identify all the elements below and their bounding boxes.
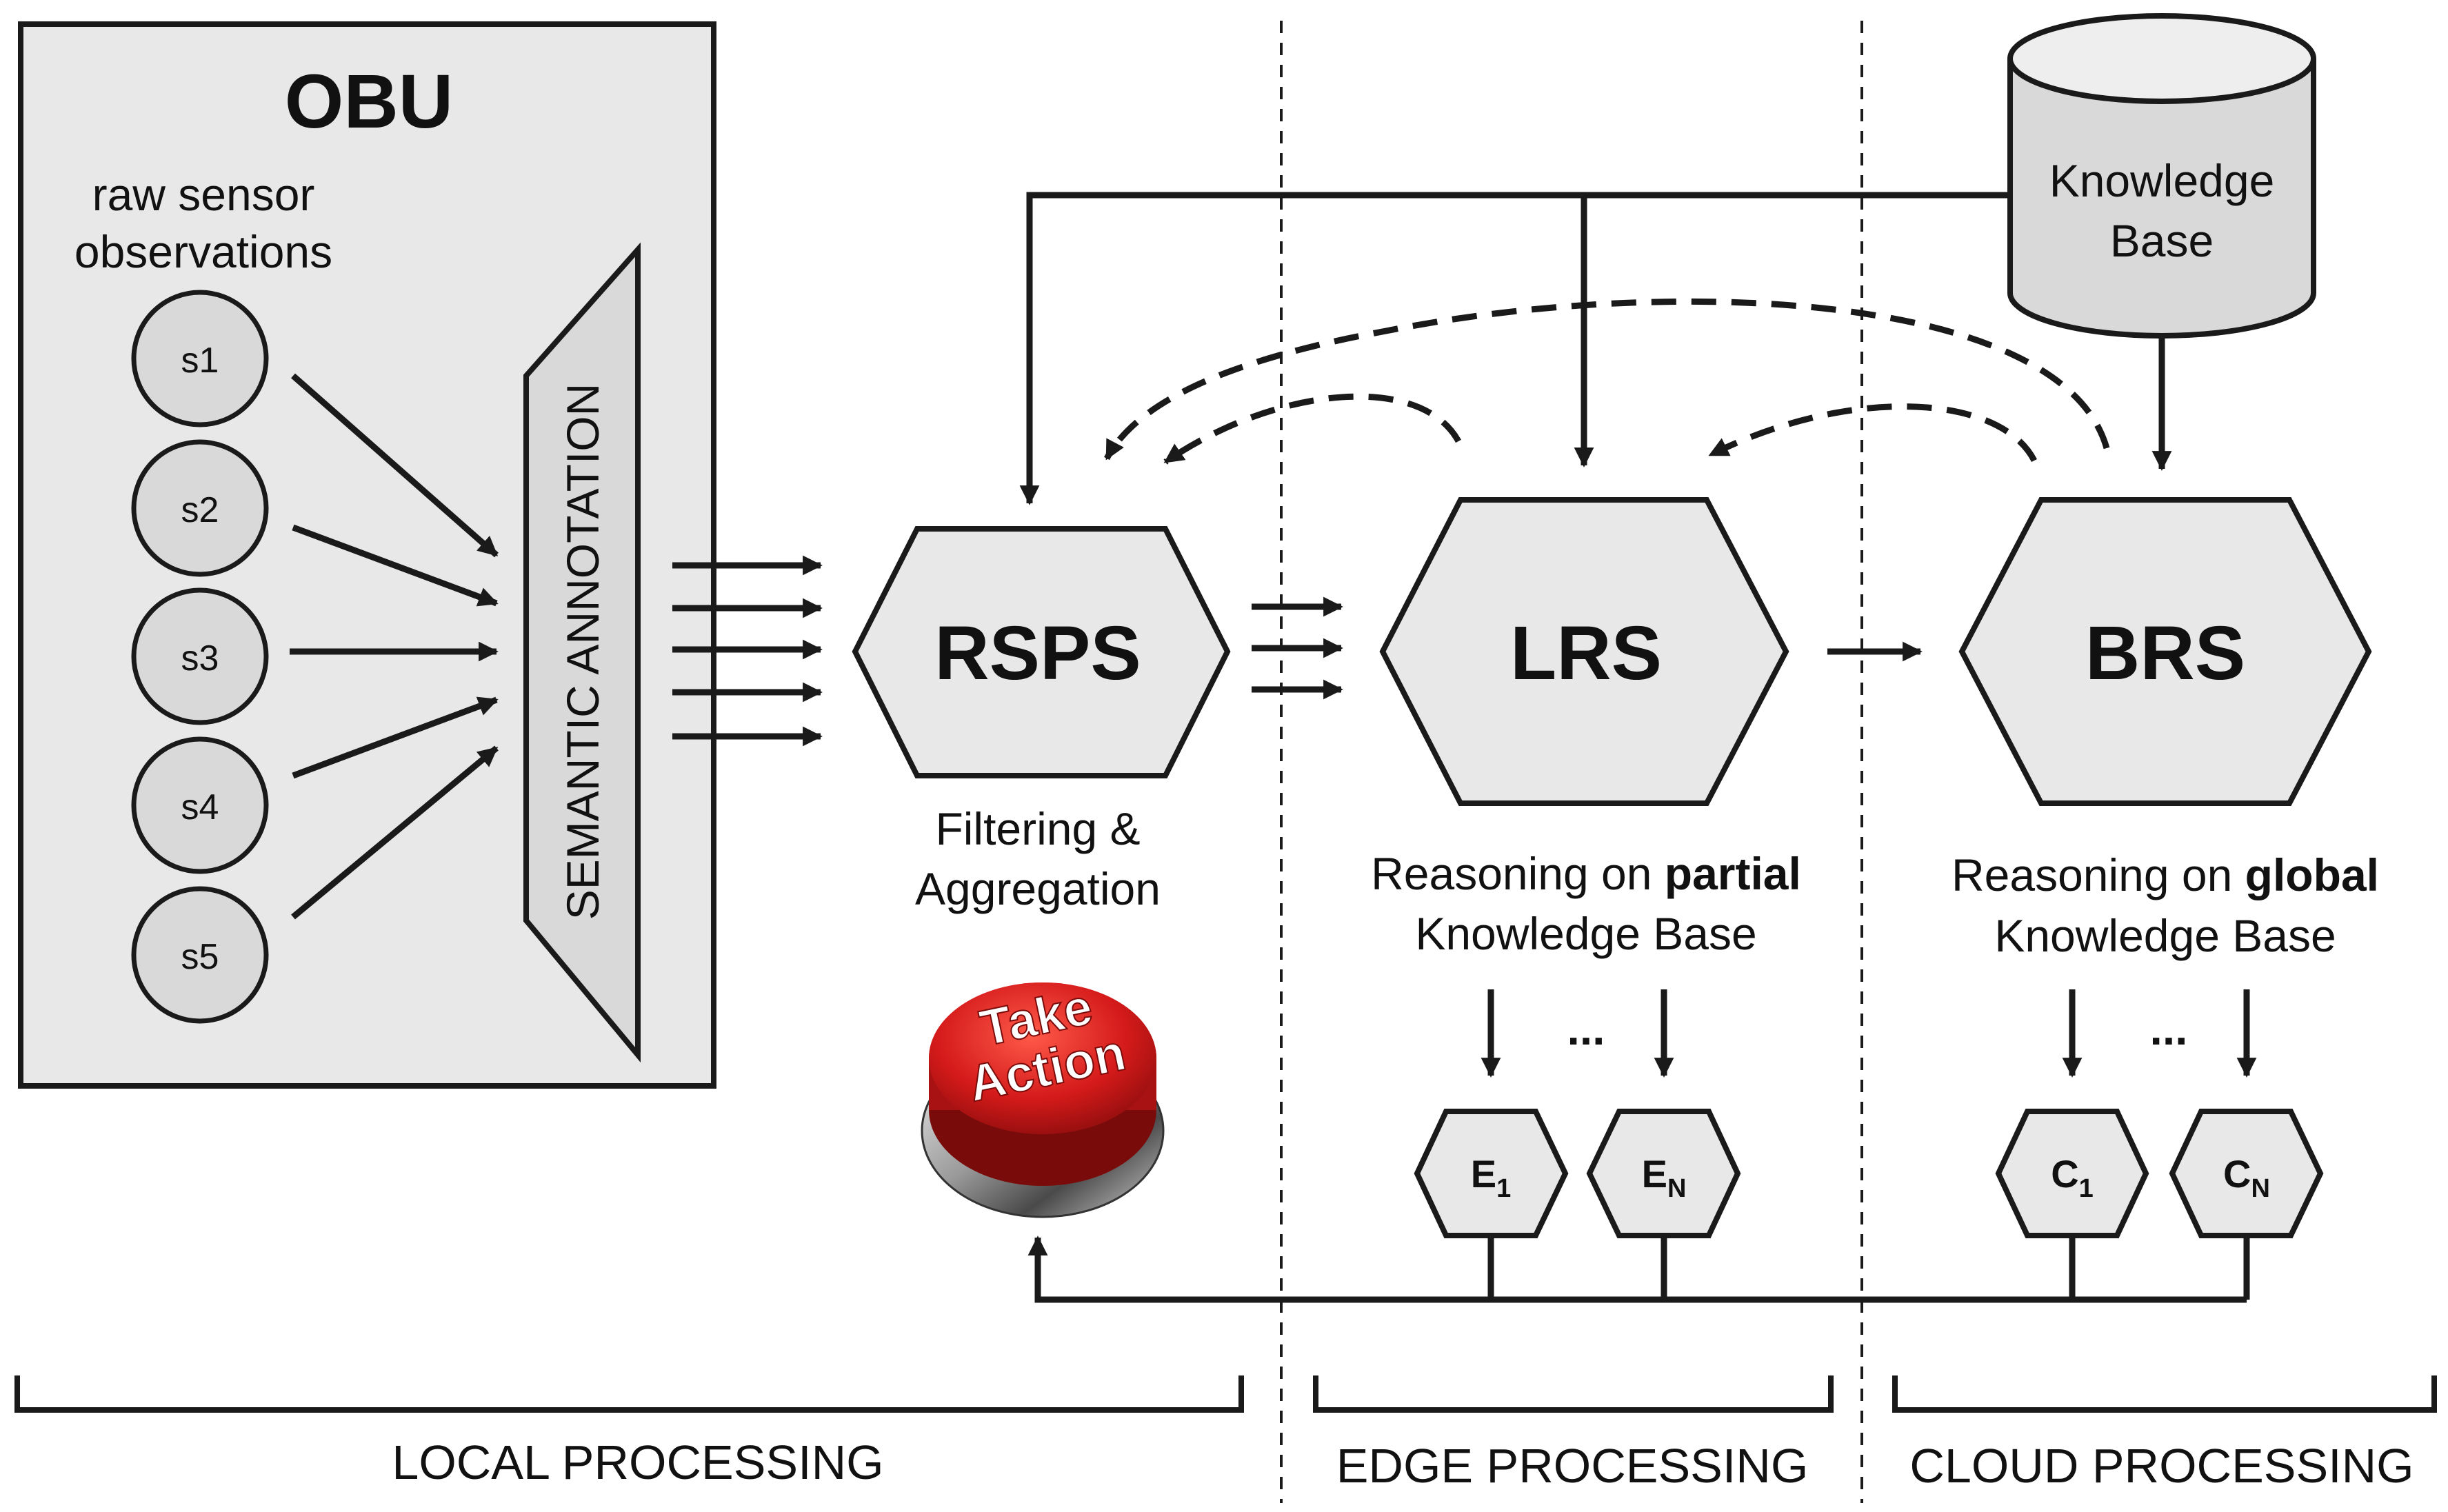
brs-caption-line2: Knowledge Base bbox=[1994, 910, 2336, 961]
brs-label: BRS bbox=[2085, 611, 2245, 696]
rsps-to-lrs-arrows bbox=[1252, 596, 1343, 700]
obu-box: OBU raw sensor observations s1 s2 s3 s4 … bbox=[18, 21, 716, 1089]
sensor-arrows bbox=[290, 373, 499, 920]
obu-title: OBU bbox=[285, 59, 453, 144]
lrs-ellipsis: ... bbox=[1567, 1003, 1605, 1054]
sensor-label: s1 bbox=[181, 341, 219, 381]
lrs-node: LRS bbox=[1379, 497, 1789, 806]
section-label-local: LOCAL PROCESSING bbox=[392, 1435, 883, 1489]
edge-node-label: EN bbox=[1642, 1152, 1687, 1203]
lrs-output-arrows bbox=[1481, 989, 1674, 1078]
rsps-caption-line1: Filtering & bbox=[935, 803, 1140, 854]
sensor-s1: s1 bbox=[131, 290, 269, 427]
sensor-label: s4 bbox=[181, 787, 219, 827]
section-label-cloud: CLOUD PROCESSING bbox=[1909, 1439, 2414, 1493]
edge-node-en: EN bbox=[1586, 1109, 1741, 1238]
sensor-label: s3 bbox=[181, 638, 219, 678]
edge-node-letter: E bbox=[1642, 1152, 1667, 1196]
cloud-node-cn: CN bbox=[2169, 1109, 2324, 1238]
cloud-node-letter: C bbox=[2051, 1152, 2078, 1196]
knowledge-base-line2: Base bbox=[2110, 215, 2214, 266]
lrs-caption-prefix: Reasoning on bbox=[1371, 848, 1665, 899]
semantic-annotation-block: SEMANTIC ANNOTATION bbox=[523, 242, 641, 1063]
edge-node-letter: E bbox=[1471, 1152, 1496, 1196]
rsps-label: RSPS bbox=[934, 611, 1141, 696]
knowledge-base-links bbox=[1019, 192, 2172, 505]
cloud-node-sub: 1 bbox=[2079, 1174, 2094, 1203]
lrs-caption-line2: Knowledge Base bbox=[1415, 908, 1756, 959]
sensor-s2: s2 bbox=[131, 439, 269, 577]
sensor-s4: s4 bbox=[131, 736, 269, 874]
action-feedback-line bbox=[1027, 1236, 2250, 1303]
feedback-arrows bbox=[1104, 298, 2110, 465]
obu-to-rsps-arrows bbox=[672, 555, 823, 747]
edge-node-sub: N bbox=[1667, 1174, 1686, 1203]
rsps-caption-line2: Aggregation bbox=[915, 863, 1161, 914]
brs-caption-emphasis: global bbox=[2245, 849, 2379, 900]
take-action-button[interactable]: Take Action bbox=[921, 973, 1165, 1218]
lrs-caption-line1: Reasoning on partial bbox=[1371, 848, 1801, 899]
brs-ellipsis: ... bbox=[2149, 1003, 2187, 1054]
semantic-annotation-label: SEMANTIC ANNOTATION bbox=[557, 383, 608, 920]
brs-node: BRS bbox=[1958, 497, 2372, 806]
sensor-label: s2 bbox=[181, 490, 219, 530]
brs-caption-prefix: Reasoning on bbox=[1952, 849, 2245, 900]
cloud-node-label: C1 bbox=[2051, 1152, 2094, 1203]
cloud-node-c1: C1 bbox=[1995, 1109, 2149, 1238]
edge-node-e1: E1 bbox=[1414, 1109, 1569, 1238]
cloud-node-sub: N bbox=[2251, 1174, 2270, 1203]
cloud-node-letter: C bbox=[2223, 1152, 2251, 1196]
knowledge-base-line1: Knowledge bbox=[2049, 155, 2275, 206]
section-label-edge: EDGE PROCESSING bbox=[1336, 1439, 1809, 1493]
lrs-label: LRS bbox=[1510, 611, 1662, 696]
section-brackets bbox=[14, 1375, 2437, 1413]
obu-caption-line2: observations bbox=[74, 226, 332, 277]
edge-node-sub: 1 bbox=[1496, 1174, 1511, 1203]
rsps-node: RSPS bbox=[852, 526, 1231, 778]
brs-output-arrows bbox=[2062, 989, 2257, 1078]
brs-caption-line1: Reasoning on global bbox=[1952, 849, 2379, 900]
cloud-node-label: CN bbox=[2223, 1152, 2270, 1203]
sensor-s5: s5 bbox=[131, 886, 269, 1024]
sensor-s3: s3 bbox=[131, 587, 269, 725]
lrs-caption-emphasis: partial bbox=[1665, 848, 1801, 899]
edge-node-label: E1 bbox=[1471, 1152, 1512, 1203]
obu-caption-line1: raw sensor bbox=[92, 169, 315, 220]
knowledge-base-cylinder: Knowledge Base bbox=[2007, 13, 2316, 339]
sensor-label: s5 bbox=[181, 937, 219, 977]
